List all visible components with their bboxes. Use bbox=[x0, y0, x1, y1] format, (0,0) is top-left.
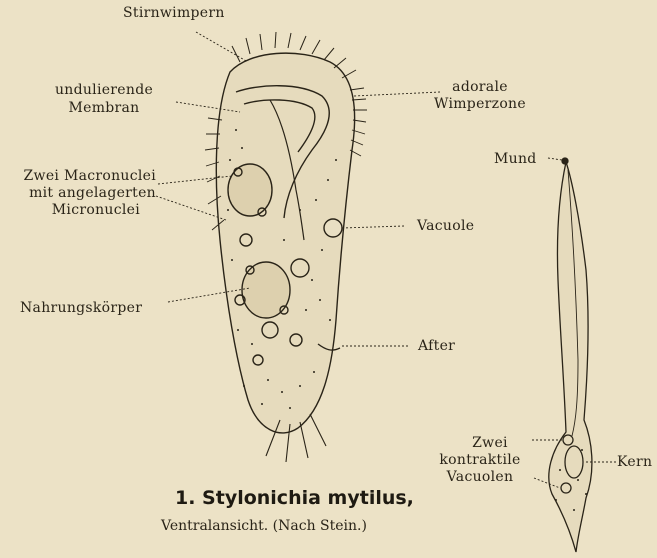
label-nahrung: Nahrungskörper bbox=[20, 300, 142, 317]
label-mund: Mund bbox=[494, 151, 537, 168]
label-macro-line3: Micronuclei bbox=[4, 202, 140, 219]
leader-vacuole bbox=[342, 226, 404, 228]
label-membran-line2: Membran bbox=[38, 100, 170, 117]
macronucleus-2 bbox=[242, 262, 290, 318]
label-macro-line1: Zwei Macronuclei bbox=[4, 168, 156, 185]
label-adoral-line2: Wimperzone bbox=[420, 96, 540, 113]
stylonichia-figure bbox=[205, 32, 367, 462]
label-stirnwimpern: Stirnwimpern bbox=[123, 5, 225, 22]
label-zwei-line2: kontraktile bbox=[420, 452, 540, 469]
label-zwei-line1: Zwei bbox=[440, 435, 540, 452]
label-macro-line2: mit angelagerten bbox=[4, 185, 156, 202]
leader-stirnwimpern bbox=[196, 32, 248, 62]
vacuole bbox=[324, 219, 342, 237]
caption-title: 1. Stylonichia mytilus, bbox=[175, 487, 414, 509]
caption-subtitle: Ventralansicht. (Nach Stein.) bbox=[161, 518, 367, 534]
label-zwei-line3: Vacuolen bbox=[420, 469, 540, 486]
second-organism-figure bbox=[549, 158, 592, 552]
stylonichia-body-outline bbox=[216, 53, 354, 433]
label-membran-line1: undulierende bbox=[38, 82, 170, 99]
mund-point bbox=[562, 158, 568, 164]
label-kern: Kern bbox=[617, 454, 652, 471]
label-after: After bbox=[418, 338, 455, 355]
label-adoral-line1: adorale bbox=[420, 79, 540, 96]
leader-mund bbox=[548, 158, 562, 160]
label-vacuole: Vacuole bbox=[417, 218, 474, 235]
